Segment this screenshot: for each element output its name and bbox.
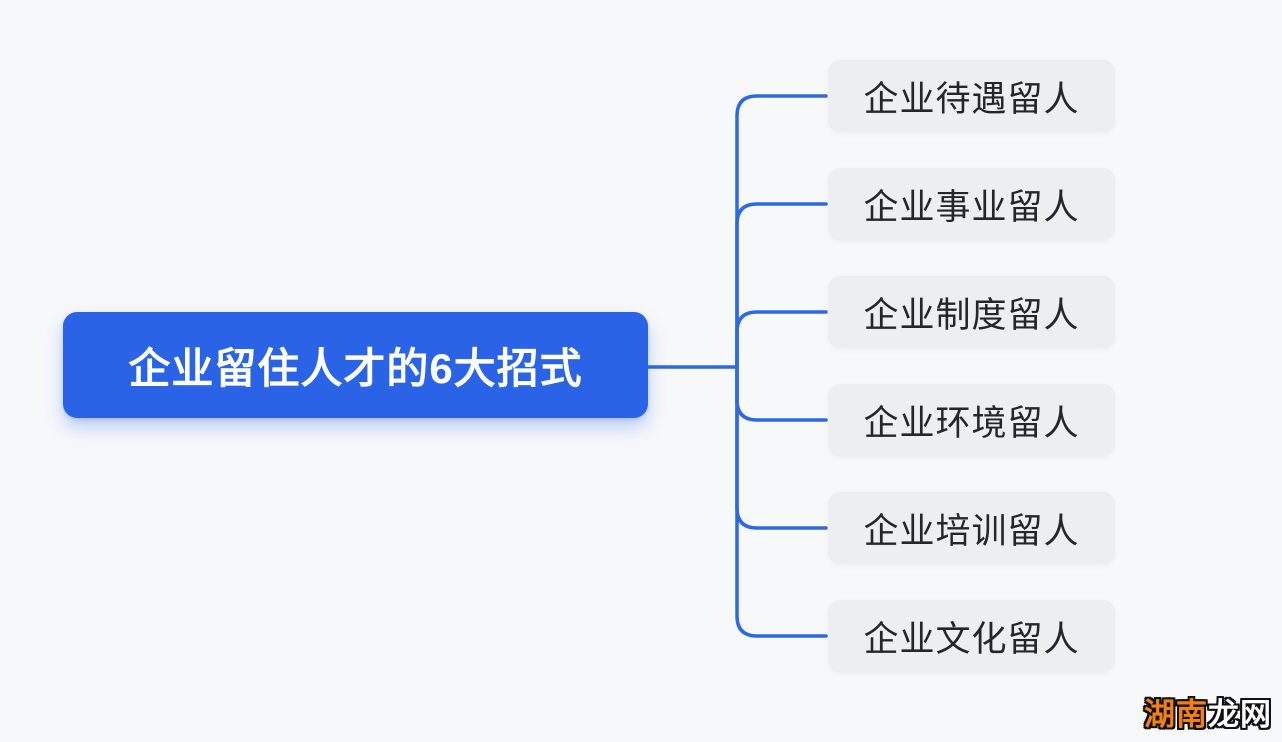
watermark-text-white: 龙网 bbox=[1208, 697, 1272, 732]
child-node-label: 企业制度留人 bbox=[863, 295, 1080, 335]
child-node-environment[interactable]: 企业环境留人 bbox=[828, 384, 1115, 456]
connector-branch-5 bbox=[735, 365, 828, 530]
child-node-label: 企业培训留人 bbox=[863, 511, 1080, 551]
child-node-label: 企业文化留人 bbox=[863, 619, 1080, 659]
site-watermark: 湖南龙网 bbox=[1144, 689, 1272, 734]
child-node-label: 企业环境留人 bbox=[863, 403, 1080, 443]
child-node-label: 企业事业留人 bbox=[863, 187, 1080, 227]
child-node-career[interactable]: 企业事业留人 bbox=[828, 168, 1115, 240]
connector-branch-1 bbox=[735, 94, 828, 369]
child-node-label: 企业待遇留人 bbox=[863, 79, 1080, 119]
child-node-culture[interactable]: 企业文化留人 bbox=[828, 600, 1115, 672]
child-node-system[interactable]: 企业制度留人 bbox=[828, 276, 1115, 348]
connector-branch-4 bbox=[735, 365, 828, 422]
connector-branch-6 bbox=[735, 365, 828, 638]
child-node-compensation[interactable]: 企业待遇留人 bbox=[828, 60, 1115, 132]
child-node-training[interactable]: 企业培训留人 bbox=[828, 492, 1115, 564]
connector-branch-3 bbox=[735, 310, 828, 369]
connector-branch-2 bbox=[735, 202, 828, 369]
root-node[interactable]: 企业留住人才的6大招式 bbox=[63, 312, 648, 418]
root-node-label: 企业留住人才的6大招式 bbox=[128, 344, 583, 392]
watermark-text-orange: 湖南 bbox=[1144, 697, 1208, 732]
